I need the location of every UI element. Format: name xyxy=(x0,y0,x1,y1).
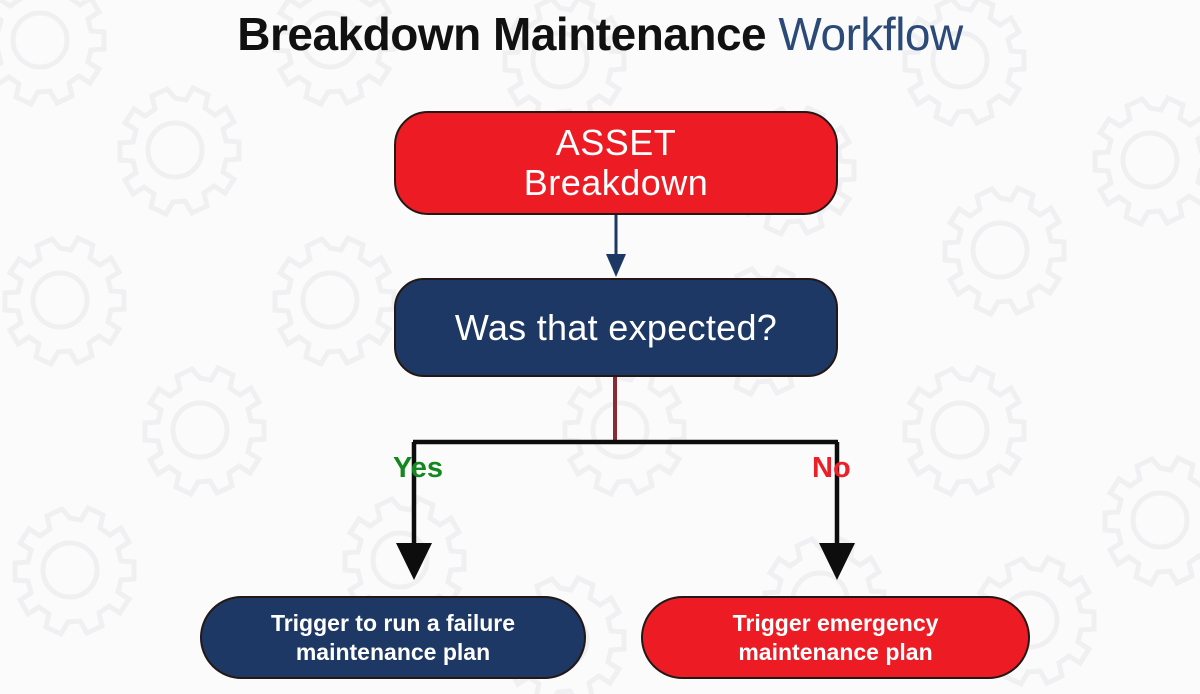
flow-node-emergency-maintenance-plan[interactable]: Trigger emergency maintenance plan xyxy=(641,596,1030,679)
flow-node-was-that-expected-label: Was that expected? xyxy=(454,306,778,348)
flow-node-emergency-maintenance-plan-label: Trigger emergency maintenance plan xyxy=(732,609,939,665)
branch-label-no: No xyxy=(812,452,851,484)
page-title-main: Breakdown Maintenance xyxy=(237,8,767,60)
flow-node-asset-breakdown-label: ASSET Breakdown xyxy=(523,121,709,203)
flow-node-asset-breakdown[interactable]: ASSET Breakdown xyxy=(394,111,838,215)
page-title: Breakdown Maintenance Workflow xyxy=(0,8,1200,61)
flow-node-was-that-expected[interactable]: Was that expected? xyxy=(394,278,838,377)
page-title-accent: Workflow xyxy=(778,8,963,60)
branch-label-yes: Yes xyxy=(393,452,443,484)
page-title-space xyxy=(766,8,778,60)
flow-node-failure-maintenance-plan-label: Trigger to run a failure maintenance pla… xyxy=(270,609,516,665)
flow-node-failure-maintenance-plan[interactable]: Trigger to run a failure maintenance pla… xyxy=(200,596,586,679)
